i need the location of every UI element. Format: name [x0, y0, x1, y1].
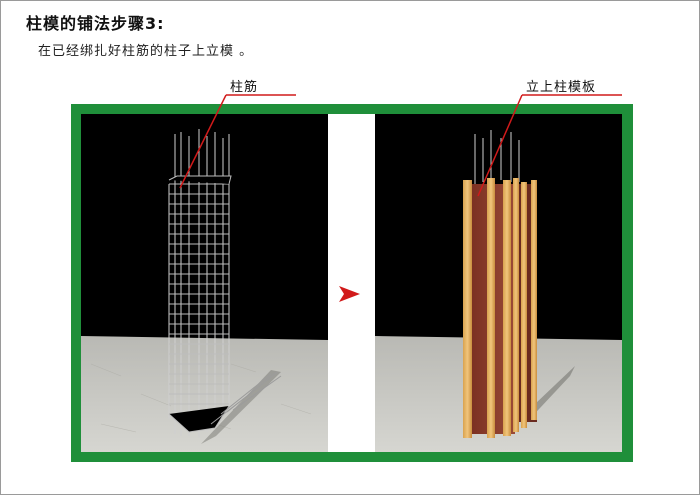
floor-texture [90, 363, 312, 433]
rebar-tops [474, 130, 520, 184]
column-formwork [463, 178, 537, 438]
formwork-scene-illustration [375, 114, 622, 452]
rebar-scene-panel [81, 114, 328, 452]
panel-gap [328, 114, 375, 452]
formwork-scene-panel [375, 114, 622, 452]
formwork-shadow [525, 366, 575, 424]
wooden-battens [463, 178, 537, 438]
step-description: 在已经绑扎好柱筋的柱子上立模 。 [38, 44, 254, 59]
rebar-shadow [201, 370, 281, 444]
rebar-label: 柱筋 [230, 80, 259, 95]
rebar-callout-line [179, 94, 227, 189]
next-step-arrow-icon [339, 286, 360, 302]
rebar-scene-illustration [81, 114, 328, 452]
formwork-callout-line [477, 94, 523, 197]
formwork-label: 立上柱模板 [526, 80, 597, 95]
rebar-cage [168, 129, 282, 438]
page-title: 柱模的铺法步骤3: [26, 14, 165, 33]
